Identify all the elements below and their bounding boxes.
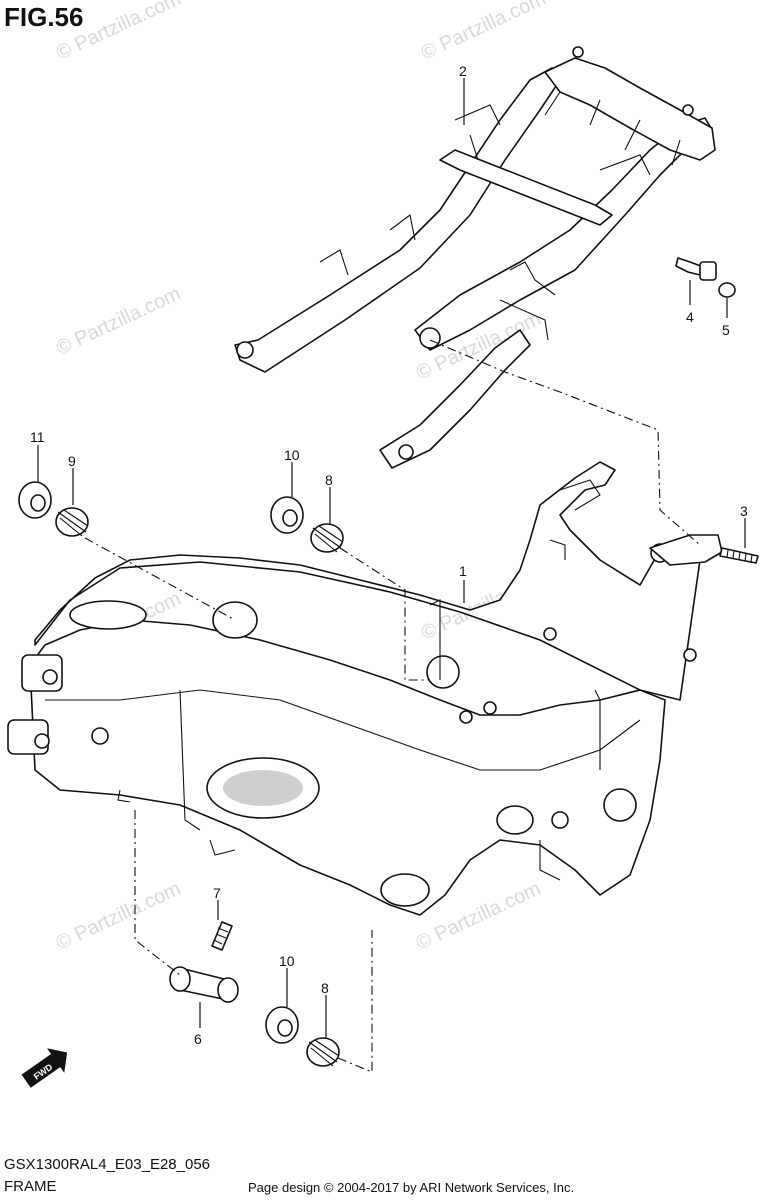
seat-rail-subframe <box>234 46 716 469</box>
frame-parts-diagram: © Partzilla.com © Partzilla.com © Partzi… <box>7 0 759 1088</box>
collar-part-8-lower <box>306 1037 340 1067</box>
sleeve-part-6 <box>169 966 239 1003</box>
dashed-assembly-lines <box>84 339 701 1073</box>
callout-10-lower: 10 <box>279 953 295 969</box>
callout-8-lower: 8 <box>321 980 329 996</box>
leader-lines <box>37 78 746 1038</box>
bushing-part-11 <box>18 481 52 519</box>
cap-part-5 <box>718 282 736 298</box>
callout-10: 10 <box>284 447 300 463</box>
figure-title: FIG.56 <box>4 2 84 32</box>
callout-4: 4 <box>686 309 694 325</box>
callout-6: 6 <box>194 1031 202 1047</box>
collar-part-9 <box>55 507 89 537</box>
copyright-notice: Page design © 2004-2017 by ARI Network S… <box>248 1180 575 1195</box>
callout-2: 2 <box>459 63 467 79</box>
watermark: © Partzilla.com <box>53 878 184 955</box>
collar-part-8 <box>310 523 344 553</box>
bolt-part-3 <box>719 547 759 564</box>
model-code: GSX1300RAL4_E03_E28_056 <box>4 1156 211 1173</box>
bolt-part-4 <box>675 257 717 281</box>
callout-7: 7 <box>213 885 221 901</box>
callout-9: 9 <box>68 453 76 469</box>
callout-labels: 2 1 3 4 5 6 7 8 8 9 10 10 11 <box>30 63 748 1047</box>
watermark: © Partzilla.com <box>53 283 184 360</box>
main-frame <box>7 461 723 916</box>
callout-5: 5 <box>722 322 730 338</box>
callout-1: 1 <box>459 563 467 579</box>
bolt-part-7 <box>211 921 233 951</box>
bushing-part-10 <box>270 496 304 534</box>
bushing-part-10-lower <box>265 1006 299 1044</box>
callout-8: 8 <box>325 472 333 488</box>
callout-11: 11 <box>30 429 45 445</box>
fwd-arrow-icon: FWD <box>21 1048 68 1088</box>
watermark: © Partzilla.com <box>418 0 549 65</box>
watermark: © Partzilla.com <box>53 0 184 65</box>
callout-3: 3 <box>740 503 748 519</box>
section-name: FRAME <box>4 1178 57 1195</box>
